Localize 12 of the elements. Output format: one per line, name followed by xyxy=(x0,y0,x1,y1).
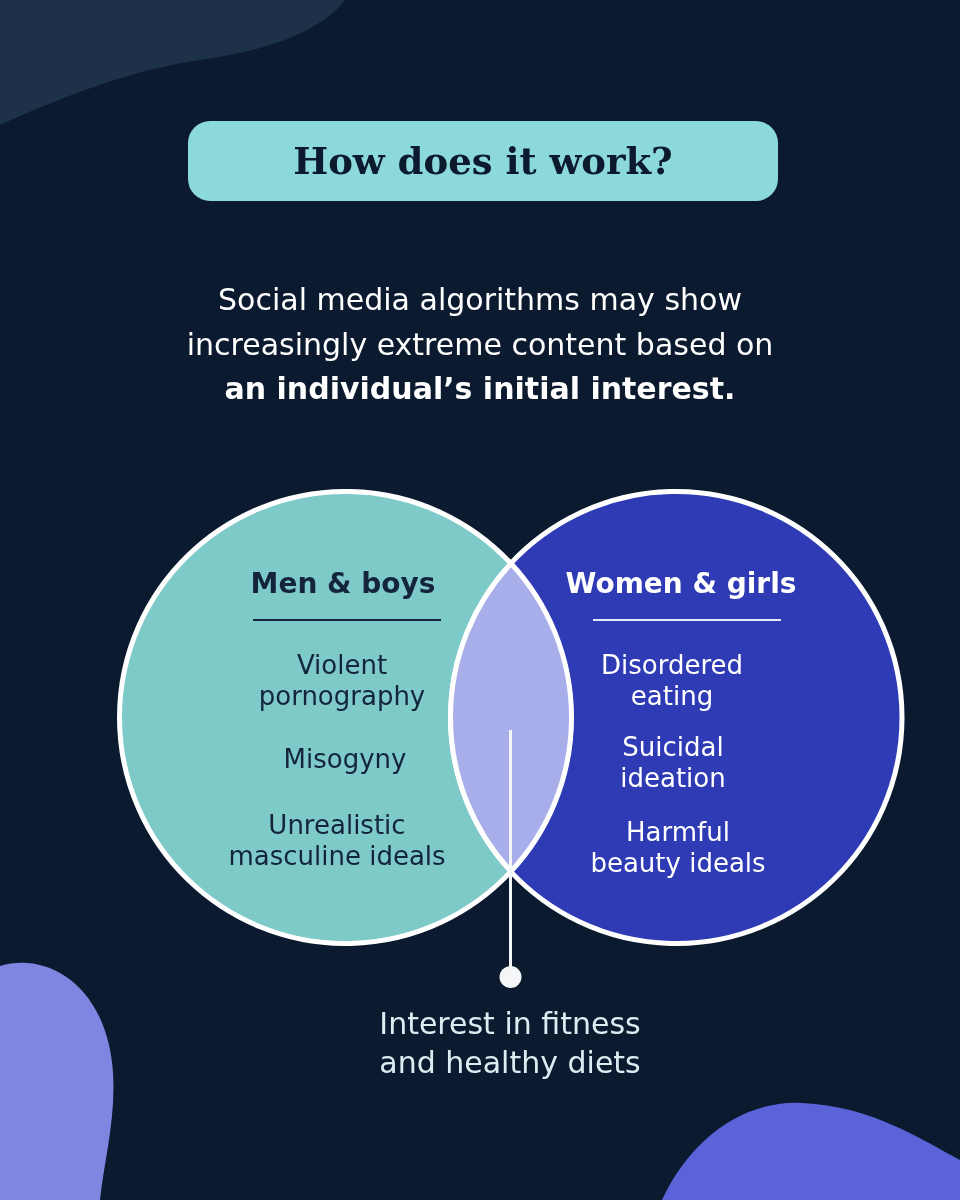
content-item: Harmful beauty ideals xyxy=(589,817,767,879)
category-heading: Men & boys xyxy=(249,566,437,602)
content-item: Disordered eating xyxy=(599,650,745,712)
content-item: Suicidal ideation xyxy=(619,732,727,794)
callout-text: Interest in fitness and healthy diets xyxy=(378,1004,642,1082)
content-item: Violent pornography xyxy=(257,650,427,712)
category-heading: Women & girls xyxy=(564,566,798,602)
intro-paragraph: Social media algorithms may show increasingly extreme content based on an individual’s initial interest. xyxy=(185,281,775,408)
content-item: Misogyny xyxy=(282,744,408,775)
title-banner: How does it work? xyxy=(188,121,778,201)
leader-line xyxy=(499,730,522,988)
content-item: Unrealistic masculine ideals xyxy=(227,810,447,872)
